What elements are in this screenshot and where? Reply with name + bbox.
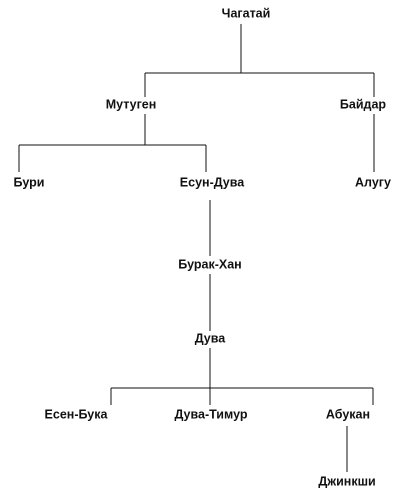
- person-esen-buka: Есен-Бука: [45, 407, 109, 421]
- person-buri: Бури: [14, 175, 45, 189]
- person-abukan: Абукан: [326, 407, 370, 421]
- person-esun-duva: Есун-Дува: [180, 175, 245, 189]
- person-dzhinkshi: Джинкши: [318, 474, 375, 488]
- person-chagatay: Чагатай: [222, 6, 271, 20]
- person-burak-khan: Бурак-Хан: [178, 257, 241, 271]
- tree-connectors: [18, 24, 375, 472]
- person-alugu: Алугу: [355, 175, 391, 189]
- person-mutugen: Мутуген: [106, 97, 157, 111]
- person-duva: Дува: [195, 331, 227, 345]
- person-duva-timur: Дува-Тимур: [175, 407, 248, 421]
- tree-labels: Чагатай Мутуген Байдар Бури Есун-Дува Ал…: [14, 6, 391, 488]
- person-baydar: Байдар: [340, 97, 387, 111]
